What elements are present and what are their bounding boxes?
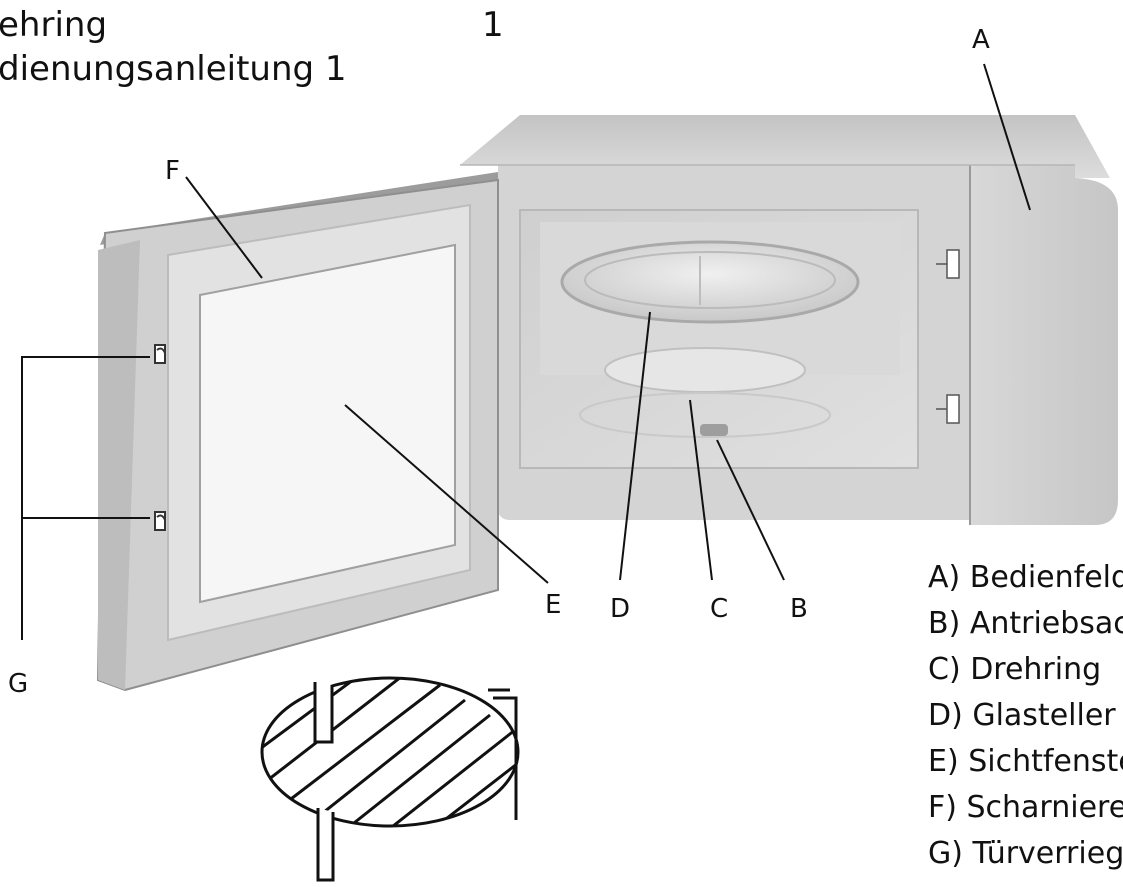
viewing-window bbox=[199, 243, 456, 604]
callout-c: C bbox=[710, 594, 729, 624]
leader-lines bbox=[21, 63, 1031, 640]
parts-legend: A) Bedienfeld B) Antriebsac C) Drehring … bbox=[928, 563, 1123, 887]
door-lock-receptacles bbox=[936, 249, 960, 424]
legend-item-f: F) Scharniere bbox=[928, 790, 1123, 825]
legend-item-a: A) Bedienfeld bbox=[928, 563, 1123, 595]
legend-item-d: D) Glasteller bbox=[928, 698, 1116, 733]
glass-plate bbox=[560, 240, 860, 324]
callout-g: G bbox=[8, 669, 29, 699]
legend-item-c: C) Drehring bbox=[928, 652, 1102, 687]
legend-item-b: B) Antriebsac bbox=[928, 606, 1123, 641]
callout-d: D bbox=[610, 594, 631, 624]
door-hook-top bbox=[154, 344, 166, 364]
microwave-door bbox=[96, 172, 499, 692]
header-title-line1: ehring bbox=[0, 5, 108, 45]
rotating-ring bbox=[579, 347, 831, 438]
drive-shaft bbox=[700, 424, 728, 436]
door-hook-bottom bbox=[154, 511, 166, 531]
callout-a: A bbox=[972, 25, 990, 55]
page-number: 1 bbox=[482, 5, 504, 45]
callout-f: F bbox=[165, 156, 180, 186]
grill-rack bbox=[260, 676, 520, 882]
header-title-line2: dienungsanleitung 1 bbox=[0, 49, 347, 89]
legend-item-e: E) Sichtfenste bbox=[928, 744, 1123, 779]
callout-b: B bbox=[790, 594, 808, 624]
callout-e: E bbox=[545, 590, 562, 620]
legend-item-g: G) Türverrieg bbox=[928, 836, 1123, 871]
